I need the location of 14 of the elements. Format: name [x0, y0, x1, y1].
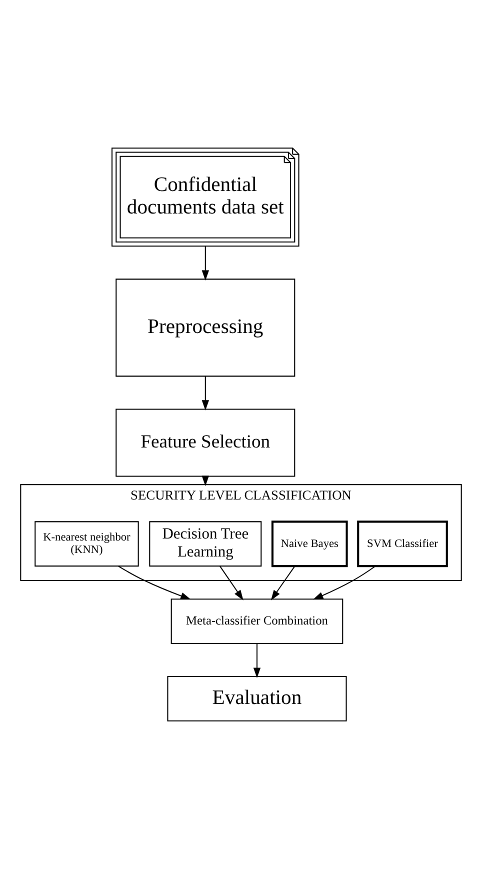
arrow [220, 566, 244, 600]
node-box: SVM Classifier [357, 520, 448, 568]
node-box: Decision Tree Learning [149, 521, 262, 567]
arrow [270, 566, 296, 600]
node-box: Meta-classifier Combination [170, 598, 344, 644]
arrow [253, 644, 261, 678]
node-box: Preprocessing [116, 278, 296, 377]
node-box: Evaluation [167, 676, 347, 722]
arrow [202, 246, 210, 281]
arrow [202, 376, 210, 410]
arrow [118, 566, 191, 600]
arrow [312, 566, 376, 600]
node-box: Naive Bayes [271, 520, 348, 568]
node-box: K-nearest neighbor (KNN) [34, 521, 139, 567]
